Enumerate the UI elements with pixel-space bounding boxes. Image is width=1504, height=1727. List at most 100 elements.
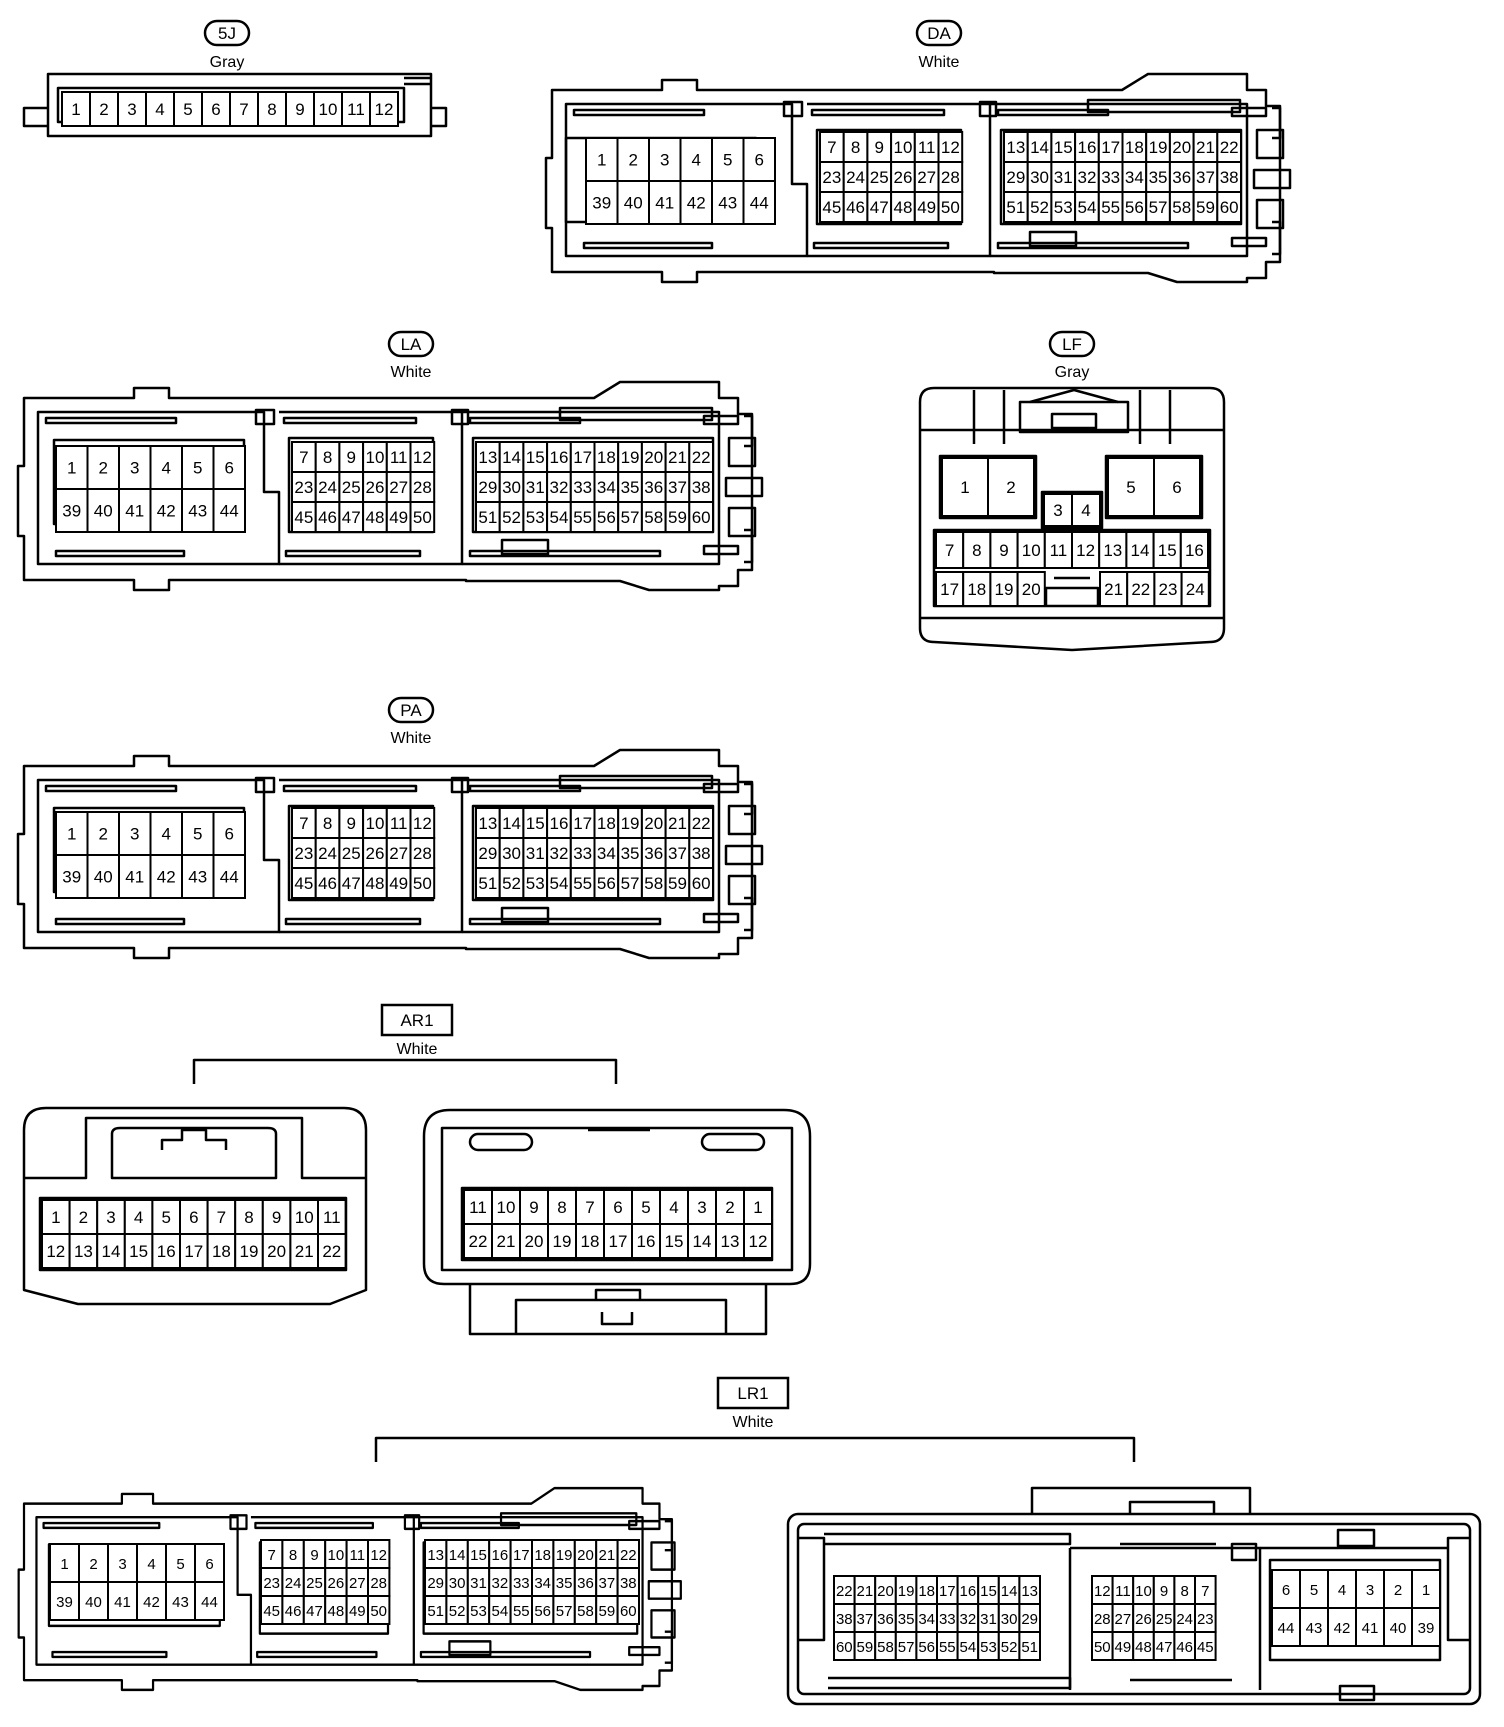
lf-pin-11: 11 bbox=[1043, 531, 1074, 569]
da-pin-58-label: 58 bbox=[1172, 198, 1191, 217]
ar1-right-pin-2-label: 2 bbox=[725, 1198, 734, 1217]
la-pin-26-label: 26 bbox=[365, 478, 384, 497]
pa-pin-17-label: 17 bbox=[573, 814, 592, 833]
ar1-left-pin-17: 17 bbox=[179, 1233, 209, 1269]
lf-pin-3-label: 3 bbox=[1053, 501, 1062, 520]
c5j-pin-10-label: 10 bbox=[319, 100, 338, 119]
lr1-right-pin-54-label: 54 bbox=[960, 1639, 977, 1656]
ar1-right-pin-12-cell bbox=[743, 1223, 773, 1259]
lr1-right-pin-33-label: 33 bbox=[939, 1611, 956, 1628]
ar1-right-pin-22-label: 22 bbox=[469, 1232, 488, 1251]
lr1-right-pin-50: 50 bbox=[1091, 1631, 1114, 1661]
ar1-left-pin-19-label: 19 bbox=[240, 1242, 259, 1261]
lr1-left-pin-35: 35 bbox=[552, 1567, 576, 1597]
lr1-left-pin-4-cell bbox=[136, 1543, 167, 1583]
connector-pa-tag bbox=[387, 696, 435, 724]
da-pin-59: 59 bbox=[1192, 191, 1219, 223]
lr1-right-pin-41: 41 bbox=[1355, 1607, 1385, 1647]
da-pin-48: 48 bbox=[890, 191, 916, 223]
lr1-right-pin-48: 48 bbox=[1132, 1631, 1155, 1661]
la-pin-56-label: 56 bbox=[597, 508, 616, 527]
da-pin-45: 45 bbox=[819, 191, 845, 223]
pa-pin-12-label: 12 bbox=[413, 814, 432, 833]
pa-pin-33: 33 bbox=[569, 837, 596, 869]
lf-pin-20: 20 bbox=[1016, 571, 1046, 607]
lr1-right-pin-60: 60 bbox=[833, 1631, 856, 1661]
da-pin-10-label: 10 bbox=[893, 138, 912, 157]
lr1-left-pin-57: 57 bbox=[552, 1595, 576, 1625]
lr1-right-pin-10-label: 10 bbox=[1135, 1583, 1152, 1600]
pa-pin-29-label: 29 bbox=[478, 844, 497, 863]
pa-pin-1-label: 1 bbox=[67, 825, 76, 844]
lr1-left-pin-19: 19 bbox=[552, 1539, 576, 1569]
la-pin-36-label: 36 bbox=[644, 478, 663, 497]
lr1-right-pin-18: 18 bbox=[915, 1575, 939, 1605]
lr1-left-pin-9-label: 9 bbox=[310, 1547, 318, 1564]
lr1-left-pin-22: 22 bbox=[616, 1539, 640, 1569]
lr1-left-pin-60-label: 60 bbox=[620, 1603, 637, 1620]
lr1-right-pin-3-label: 3 bbox=[1366, 1582, 1374, 1599]
la-pin-60: 60 bbox=[688, 501, 714, 533]
da-pin-39-label: 39 bbox=[592, 194, 611, 213]
lf-pin-8-cell bbox=[962, 531, 992, 569]
la-pin-52: 52 bbox=[498, 501, 525, 533]
c5j-pin-4-label: 4 bbox=[155, 100, 164, 119]
da-pin-29-label: 29 bbox=[1006, 168, 1025, 187]
ar1-left-pin-1: 1 bbox=[41, 1199, 71, 1235]
lr1-left-pin-7: 7 bbox=[260, 1539, 284, 1569]
pa-pin-24: 24 bbox=[314, 837, 341, 869]
pa-pin-31-label: 31 bbox=[526, 844, 545, 863]
lr1-left-pin-53: 53 bbox=[466, 1595, 491, 1625]
da-pin-59-label: 59 bbox=[1196, 198, 1215, 217]
connector-lr1-id: LR1 bbox=[737, 1384, 768, 1403]
connector-la-id: LA bbox=[401, 335, 422, 354]
da-pin-3-label: 3 bbox=[660, 151, 669, 170]
lr1-right-pin-30: 30 bbox=[997, 1603, 1021, 1633]
da-pin-15-label: 15 bbox=[1054, 138, 1073, 157]
c5j-pin-5-label: 5 bbox=[183, 100, 192, 119]
lr1-left-pin-60: 60 bbox=[616, 1595, 640, 1625]
lr1-right-pin-18-label: 18 bbox=[918, 1583, 935, 1600]
ar1-left-pin-16: 16 bbox=[151, 1233, 181, 1269]
pa-pin-32: 32 bbox=[546, 837, 572, 869]
lr1-right-pin-51-label: 51 bbox=[1021, 1639, 1038, 1656]
lr1-group-bracket bbox=[374, 1436, 1136, 1462]
da-pin-17-label: 17 bbox=[1101, 138, 1120, 157]
la-pin-49: 49 bbox=[385, 501, 412, 533]
la-pin-58-label: 58 bbox=[644, 508, 663, 527]
ar1-left-pin-11-label: 11 bbox=[323, 1208, 341, 1227]
la-pin-35: 35 bbox=[617, 471, 643, 503]
lr1-right-pin-55: 55 bbox=[936, 1631, 959, 1661]
ar1-left-pin-4: 4 bbox=[123, 1199, 154, 1235]
lr1-left-pin-11: 11 bbox=[345, 1539, 370, 1569]
da-pin-20-label: 20 bbox=[1172, 138, 1191, 157]
lr1-left-pin-54: 54 bbox=[488, 1595, 512, 1625]
la-pin-40-cell bbox=[86, 488, 120, 533]
lr1-left-pin-52: 52 bbox=[445, 1595, 469, 1625]
ar1-left-pin-21-label: 21 bbox=[295, 1242, 314, 1261]
lr1-right-pin-24: 24 bbox=[1173, 1603, 1197, 1633]
connector-da-color: White bbox=[919, 54, 960, 71]
da-pin-6-label: 6 bbox=[755, 151, 764, 170]
c5j-pin-2-label: 2 bbox=[99, 100, 108, 119]
c5j-pin-2: 2 bbox=[89, 91, 119, 127]
la-pin-24: 24 bbox=[314, 471, 341, 503]
da-pin-20: 20 bbox=[1168, 131, 1195, 163]
ar1-right-pin-17: 17 bbox=[603, 1223, 633, 1259]
pa-pin-37-label: 37 bbox=[668, 844, 687, 863]
da-pin-24-label: 24 bbox=[846, 168, 865, 187]
ar1-right-pin-1-label: 1 bbox=[753, 1198, 762, 1217]
pa-pin-27: 27 bbox=[385, 837, 412, 869]
lr1-right-pin-40: 40 bbox=[1383, 1607, 1413, 1647]
ar1-right-pin-6-cell bbox=[603, 1189, 633, 1225]
lr1-right-pin-59-label: 59 bbox=[857, 1639, 874, 1656]
da-pin-8-label: 8 bbox=[851, 138, 860, 157]
ar1-right-pin-20: 20 bbox=[519, 1223, 549, 1259]
lr1-right-pin-35: 35 bbox=[894, 1603, 918, 1633]
pa-pin-39-label: 39 bbox=[62, 868, 81, 887]
pa-pin-20-label: 20 bbox=[644, 814, 663, 833]
da-pin-1: 1 bbox=[585, 137, 619, 182]
la-pin-16-label: 16 bbox=[549, 448, 568, 467]
la-pin-60-label: 60 bbox=[692, 508, 711, 527]
